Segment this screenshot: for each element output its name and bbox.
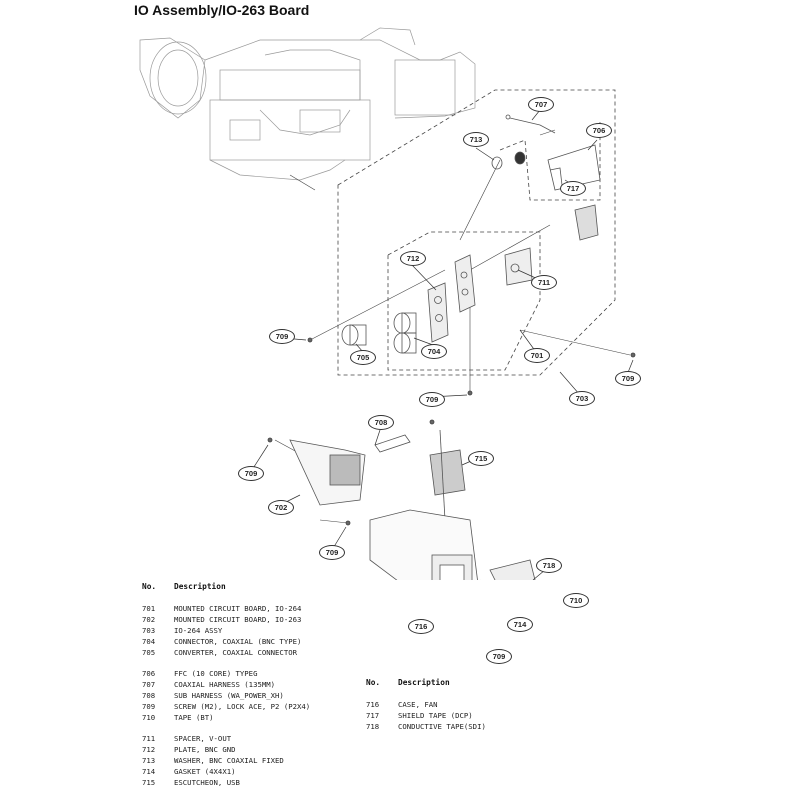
parts-list-row: 709 SCREW (M2), LOCK ACE, P2 (P2X4)	[142, 701, 310, 712]
fan-case-part	[369, 509, 478, 580]
parts-list-row: 713 WASHER, BNC COAXIAL FIXED	[142, 755, 284, 766]
parts-list-row: 701 MOUNTED CIRCUIT BOARD, IO-264	[142, 603, 301, 614]
callout-709: 709	[319, 545, 345, 560]
callout-706: 706	[586, 123, 612, 138]
callout-709: 709	[486, 649, 512, 664]
callout-708: 708	[368, 415, 394, 430]
part-number: 703	[142, 626, 156, 635]
part-number: 709	[142, 702, 156, 711]
part-number: 716	[366, 700, 380, 709]
part-description: MOUNTED CIRCUIT BOARD, IO-264	[174, 604, 302, 613]
part-description: SPACER, V-OUT	[174, 734, 232, 743]
part-description: IO-264 ASSY	[174, 626, 223, 635]
part-description: SHIELD TAPE (DCP)	[398, 711, 473, 720]
part-number: 713	[142, 756, 156, 765]
part-description: CONDUCTIVE TAPE(SDI)	[398, 722, 486, 731]
callout-709: 709	[238, 466, 264, 481]
part-description: ESCUTCHEON, USB	[174, 778, 240, 787]
part-description: TAPE (BT)	[174, 713, 214, 722]
parts-list-row: 717 SHIELD TAPE (DCP)	[366, 710, 473, 721]
part-number: 706	[142, 669, 156, 678]
coaxial-harness-part	[505, 114, 556, 134]
header-description: Description	[398, 678, 450, 687]
parts-list-row: 716 CASE, FAN	[366, 699, 438, 710]
part-number: 715	[142, 778, 156, 787]
part-description: PLATE, BNC GND	[174, 745, 236, 754]
callout-713: 713	[463, 132, 489, 147]
callout-709: 709	[269, 329, 295, 344]
part-number: 717	[366, 711, 380, 720]
part-number: 705	[142, 648, 156, 657]
part-description: SUB HARNESS (WA_POWER_XH)	[174, 691, 284, 700]
part-number: 704	[142, 637, 156, 646]
callout-701: 701	[524, 348, 550, 363]
part-number: 710	[142, 713, 156, 722]
parts-list-row: 714 GASKET (4X4X1)	[142, 766, 236, 777]
part-description: COAXIAL HARNESS (135MM)	[174, 680, 276, 689]
exploded-view-diagram	[139, 27, 636, 580]
callout-703: 703	[569, 391, 595, 406]
parts-list-row: 703 IO-264 ASSY	[142, 625, 222, 636]
parts-list-row: 706 FFC (10 CORE) TYPEG	[142, 668, 257, 679]
parts-list-row: 715 ESCUTCHEON, USB	[142, 777, 240, 788]
parts-list-row: 704 CONNECTOR, COAXIAL (BNC TYPE)	[142, 636, 301, 647]
part-description: MOUNTED CIRCUIT BOARD, IO-263	[174, 615, 302, 624]
parts-list-row: 707 COAXIAL HARNESS (135MM)	[142, 679, 275, 690]
converter-part	[341, 324, 367, 346]
callout-711: 711	[531, 275, 557, 290]
callout-707: 707	[528, 97, 554, 112]
part-number: 718	[366, 722, 380, 731]
callout-705: 705	[350, 350, 376, 365]
callout-710: 710	[563, 593, 589, 608]
parts-list-row: 711 SPACER, V-OUT	[142, 733, 231, 744]
part-description: CONVERTER, COAXIAL CONNECTOR	[174, 648, 298, 657]
part-description: FFC (10 CORE) TYPEG	[174, 669, 258, 678]
parts-list-row: 702 MOUNTED CIRCUIT BOARD, IO-263	[142, 614, 301, 625]
part-number: 701	[142, 604, 156, 613]
part-number: 707	[142, 680, 156, 689]
page-title: IO Assembly/IO-263 Board	[134, 2, 310, 18]
part-description: SCREW (M2), LOCK ACE, P2 (P2X4)	[174, 702, 311, 711]
header-no: No.	[142, 582, 157, 591]
callout-704: 704	[421, 344, 447, 359]
parts-list-right-header: No. Description	[366, 678, 450, 687]
camera-body-illustration	[139, 27, 476, 181]
part-description: CONNECTOR, COAXIAL (BNC TYPE)	[174, 637, 302, 646]
parts-list-row: 710 TAPE (BT)	[142, 712, 214, 723]
parts-list-row: 712 PLATE, BNC GND	[142, 744, 236, 755]
part-description: GASKET (4X4X1)	[174, 767, 236, 776]
part-description: WASHER, BNC COAXIAL FIXED	[174, 756, 284, 765]
parts-list-row: 718 CONDUCTIVE TAPE(SDI)	[366, 721, 486, 732]
parts-list-row: 708 SUB HARNESS (WA_POWER_XH)	[142, 690, 284, 701]
part-description: CASE, FAN	[398, 700, 438, 709]
callout-702: 702	[268, 500, 294, 515]
parts-list-row: 705 CONVERTER, COAXIAL CONNECTOR	[142, 647, 297, 658]
callout-712: 712	[400, 251, 426, 266]
part-number: 711	[142, 734, 156, 743]
callout-717: 717	[560, 181, 586, 196]
callout-709: 709	[615, 371, 641, 386]
io-263-board-part	[289, 439, 366, 506]
part-number: 702	[142, 615, 156, 624]
bnc-connector-part	[393, 312, 417, 354]
callout-715: 715	[468, 451, 494, 466]
header-no: No.	[366, 678, 381, 687]
part-number: 712	[142, 745, 156, 754]
callout-716: 716	[408, 619, 434, 634]
callout-714: 714	[507, 617, 533, 632]
callout-709: 709	[419, 392, 445, 407]
part-number: 714	[142, 767, 156, 776]
header-description: Description	[174, 582, 226, 591]
parts-list-header: No. Description	[142, 582, 226, 591]
callout-718: 718	[536, 558, 562, 573]
part-number: 708	[142, 691, 156, 700]
